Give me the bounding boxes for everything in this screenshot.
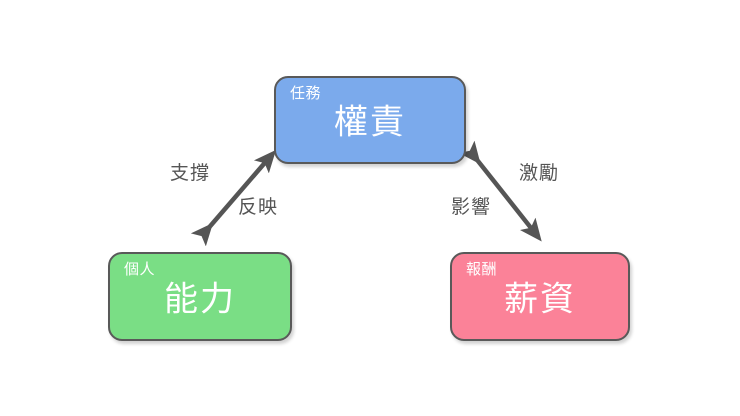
node-task[interactable]: 任務 權責 xyxy=(274,76,466,164)
node-reward-sublabel: 報酬 xyxy=(466,261,498,278)
edge-label-reflect: 反映 xyxy=(238,197,279,218)
node-person-label: 能力 xyxy=(164,280,236,319)
node-person[interactable]: 個人 能力 xyxy=(108,252,292,341)
edge-label-influence: 影響 xyxy=(451,197,492,218)
node-reward[interactable]: 報酬 薪資 xyxy=(450,252,630,341)
edge-label-motivate: 激勵 xyxy=(519,163,560,184)
node-task-label: 權責 xyxy=(334,103,406,142)
node-reward-label: 薪資 xyxy=(504,280,576,319)
node-task-sublabel: 任務 xyxy=(290,85,322,102)
edge-person-task xyxy=(190,149,277,247)
node-person-sublabel: 個人 xyxy=(124,261,156,278)
edge-label-support: 支撐 xyxy=(170,163,211,184)
